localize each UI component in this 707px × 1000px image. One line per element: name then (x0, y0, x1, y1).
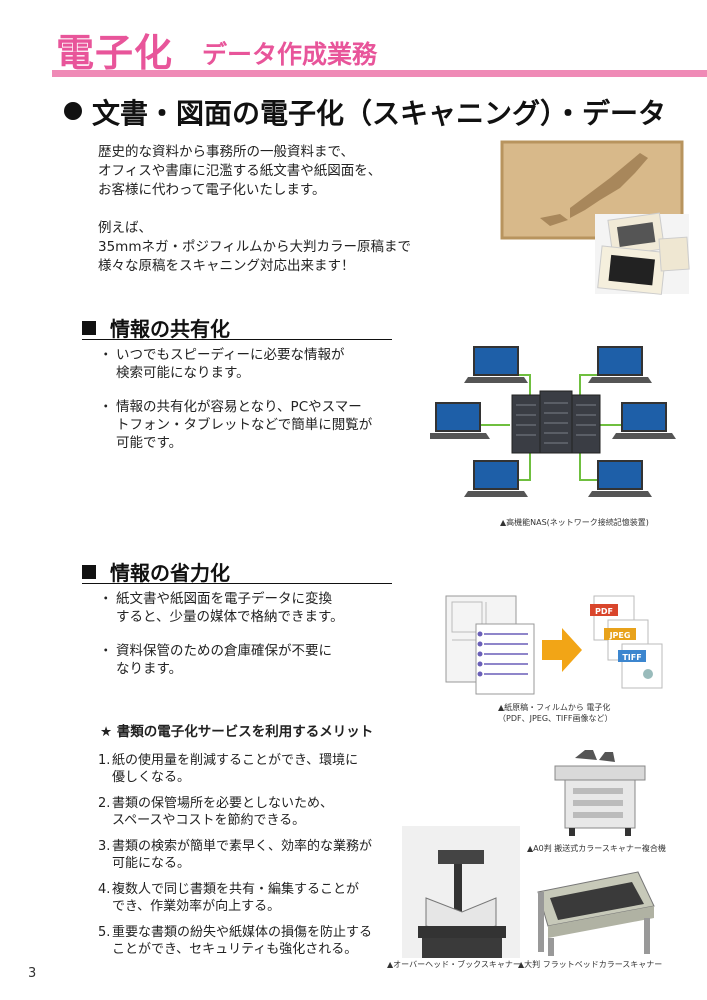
old-map-and-film-slides-image (500, 140, 690, 295)
flatbed-caption: ▲大判 フラットベッドカラースキャナー (518, 960, 663, 969)
list-item: 情報の共有化が容易となり、PCやスマー トフォン・タブレットなどで簡単に閲覧が … (99, 398, 392, 452)
document-to-digital-illustration: PDF JPEG TIFF (445, 595, 663, 695)
bullet-dot-icon (64, 102, 82, 120)
saving-bullets: 紙文書や紙図面を電子データに変換 すると、少量の媒体で格納できます。 資料保管の… (99, 590, 392, 694)
jpeg-label: JPEG (609, 631, 631, 640)
list-item: 紙文書や紙図面を電子データに変換 すると、少量の媒体で格納できます。 (99, 590, 392, 626)
list-item: 1.紙の使用量を削減することができ、環境に 優しくなる。 (98, 753, 359, 785)
a0-scanner-caption: ▲A0判 搬送式カラースキャナー複合機 (527, 844, 666, 853)
square-bullet-icon (82, 321, 96, 335)
list-item: いつでもスピーディーに必要な情報が 検索可能になります。 (99, 346, 392, 382)
saving-heading-underline (82, 583, 392, 584)
intro-line: 歴史的な資料から事務所の一般資料まで、 (98, 144, 354, 160)
list-item: 2.書類の保管場所を必要としないため、 スペースやコストを節約できる。 (98, 796, 334, 828)
book-scanner-caption: ▲オーバーヘッド・ブックスキャナー (387, 960, 521, 969)
sharing-heading-text: 情報の共有化 (110, 317, 230, 341)
square-bullet-icon (82, 565, 96, 579)
intro-line: オフィスや書庫に氾濫する紙文書や紙図面を、 (98, 163, 382, 179)
list-item: 3.書類の検索が簡単で素早く、効率的な業務が 可能になる。 (98, 839, 373, 871)
example-line: 様々な原稿をスキャニング対応出来ます！ (98, 258, 355, 274)
list-item: 資料保管のための倉庫確保が不要に なります。 (99, 642, 392, 678)
header-subtitle: データ作成業務 (202, 40, 378, 69)
flatbed-scanner-image (537, 871, 655, 956)
a0-scanner-image (554, 750, 646, 836)
example-line: 例えば、 (98, 220, 152, 236)
conversion-caption: ▲紙原稿・フィルムから 電子化 （PDF、JPEG、TIFF画像など） (498, 703, 613, 723)
intro-paragraph: 歴史的な資料から事務所の一般資料まで、 オフィスや書庫に氾濫する紙文書や紙図面を… (98, 143, 478, 276)
intro-line: お客様に代わって電子化いたします。 (98, 182, 326, 198)
merits-title: ★ 書類の電子化サービスを利用するメリット (100, 724, 374, 740)
nas-caption: ▲高機能NAS(ネットワーク接続記憶装置) (500, 518, 649, 527)
page-number: 3 (28, 966, 37, 981)
pdf-label: PDF (595, 607, 613, 616)
example-line: 35mmネガ・ポジフィルムから大判カラー原稿まで (98, 239, 411, 255)
sharing-heading: 情報の共有化 (82, 313, 230, 342)
section-title-text: 文書・図面の電子化（スキャニング）・データ (92, 97, 667, 130)
section-title: 文書・図面の電子化（スキャニング）・データ (64, 92, 666, 132)
saving-heading: 情報の省力化 (82, 557, 230, 586)
header-divider (52, 70, 707, 77)
nas-network-illustration (430, 346, 676, 497)
tiff-label: TIFF (622, 653, 641, 662)
sharing-bullets: いつでもスピーディーに必要な情報が 検索可能になります。 情報の共有化が容易とな… (99, 346, 392, 468)
list-item: 5.重要な書類の紛失や紙媒体の損傷を防止する ことができ、セキュリティも強化され… (98, 925, 373, 957)
list-item: 4.複数人で同じ書類を共有・編集することが でき、作業効率が向上する。 (98, 882, 360, 914)
merits-list: 1.紙の使用量を削減することができ、環境に 優しくなる。 2.書類の保管場所を必… (98, 752, 388, 967)
book-scanner-image (402, 826, 520, 958)
sharing-heading-underline (82, 339, 392, 340)
saving-heading-text: 情報の省力化 (110, 561, 230, 585)
header-title: 電子化 (56, 31, 174, 75)
